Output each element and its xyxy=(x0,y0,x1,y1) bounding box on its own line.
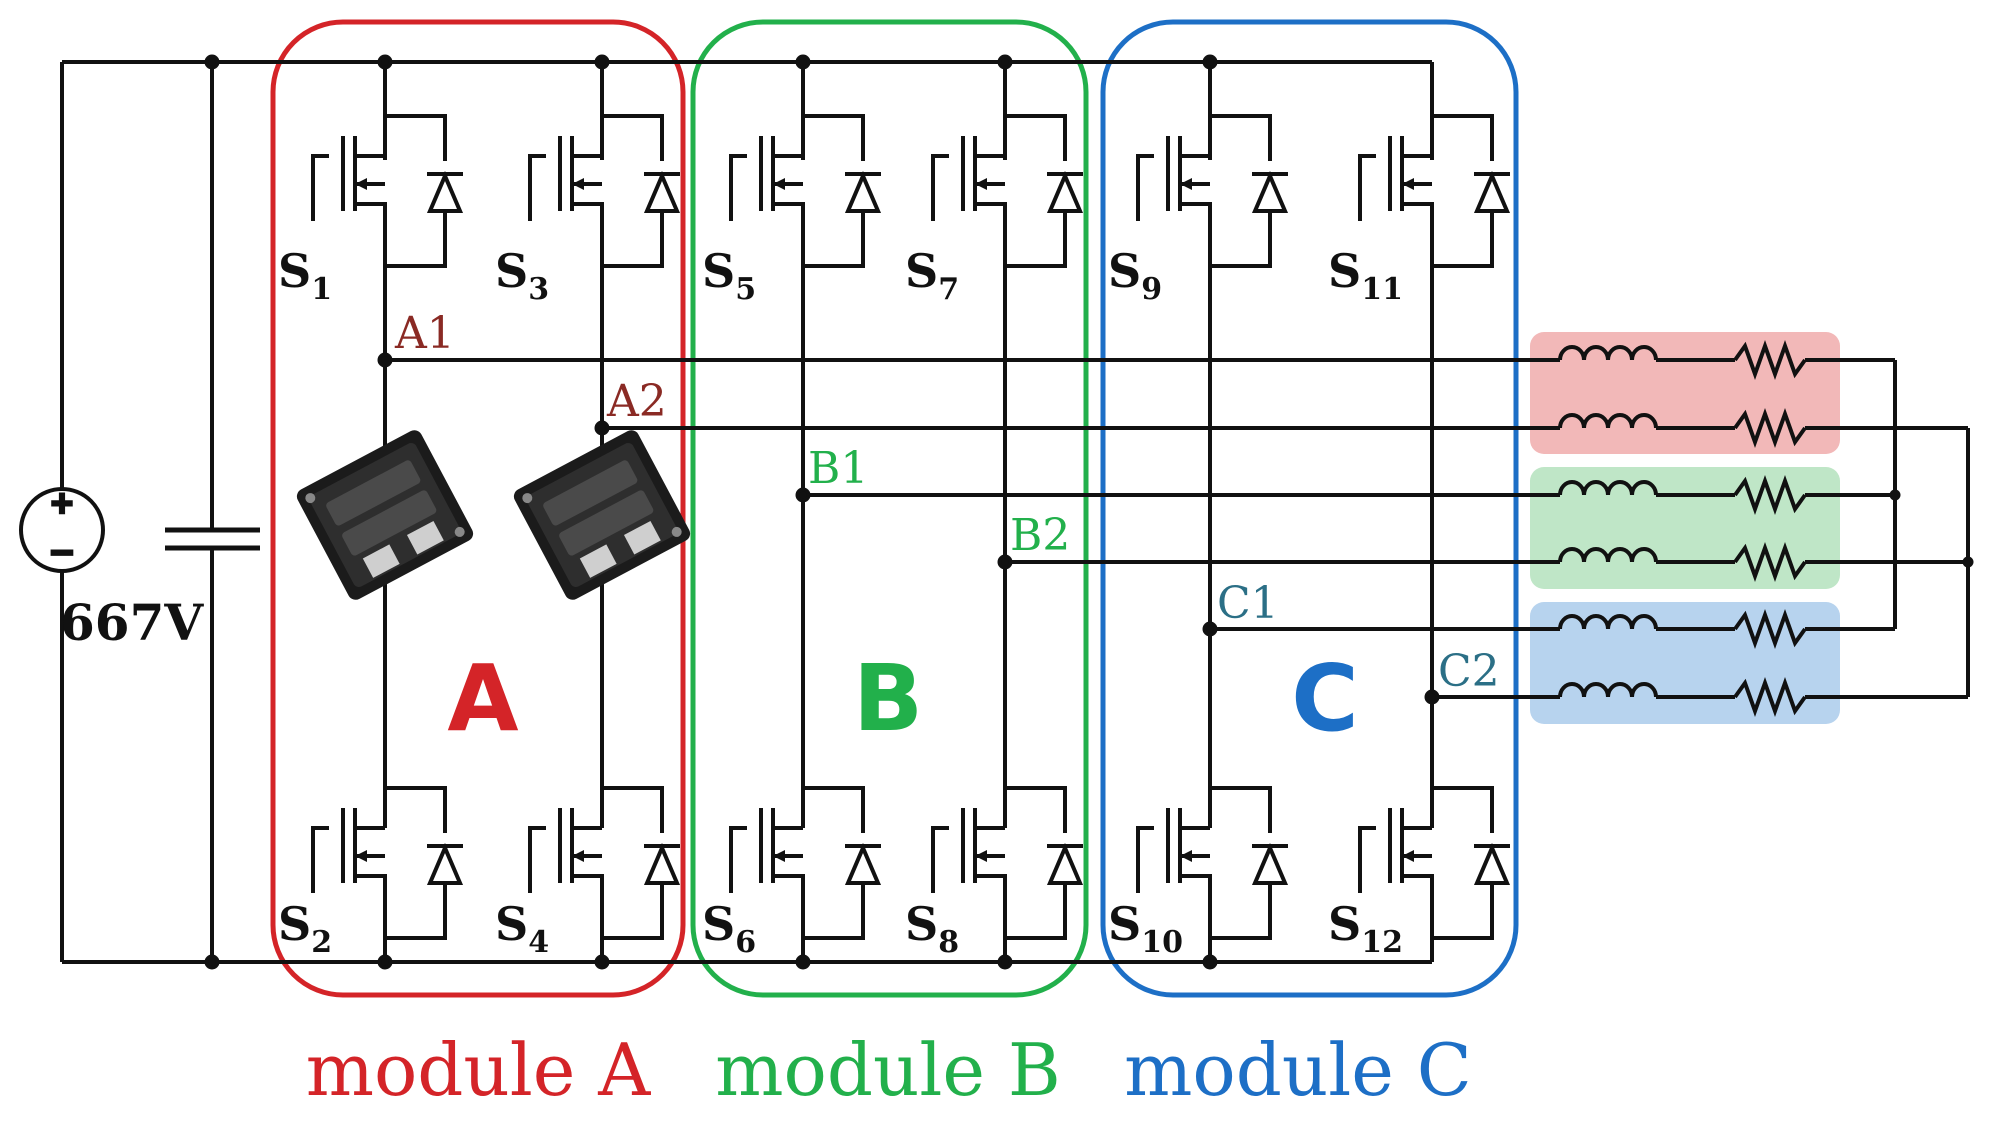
module-caption-B: module B xyxy=(715,1028,1061,1112)
igbt-module-pictures xyxy=(296,430,691,600)
node-label-B2: B2 xyxy=(1010,510,1070,561)
load-backgrounds xyxy=(1530,332,1840,724)
mosfet-switch-icon xyxy=(1358,114,1511,268)
module-letter-C: C xyxy=(1291,645,1359,752)
junction-dot xyxy=(204,54,220,70)
junction-dot xyxy=(997,554,1013,570)
switch-label-S6: S6 xyxy=(702,897,756,960)
switch-label-S7: S7 xyxy=(905,244,959,307)
junction-dot xyxy=(594,54,610,70)
junction-dot xyxy=(795,54,811,70)
node-label-A1: A1 xyxy=(394,308,455,359)
junction-dot xyxy=(997,954,1013,970)
module-caption-A: module A xyxy=(306,1028,652,1112)
dc-source-icon xyxy=(19,487,105,573)
junction-dot xyxy=(1424,689,1440,705)
mosfet-switch-icon xyxy=(1358,786,1511,940)
module-letter-B: B xyxy=(853,645,923,752)
switches xyxy=(311,114,1511,940)
switch-label-S11: S11 xyxy=(1328,244,1403,307)
junction-dot xyxy=(795,954,811,970)
plus-sign: + xyxy=(50,486,73,519)
mosfet-switch-icon xyxy=(1136,114,1289,268)
wiring: +− xyxy=(19,54,1560,970)
switch-label-S10: S10 xyxy=(1108,897,1183,960)
mosfet-switch-icon xyxy=(931,114,1084,268)
junction-dot xyxy=(377,54,393,70)
switch-label-S3: S3 xyxy=(495,244,549,307)
switch-label-S8: S8 xyxy=(905,897,959,960)
switch-label-S12: S12 xyxy=(1328,897,1403,960)
mosfet-switch-icon xyxy=(1136,786,1289,940)
mosfet-switch-icon xyxy=(311,114,464,268)
junction-dot xyxy=(997,54,1013,70)
igbt-module-picture-2 xyxy=(513,430,691,600)
node-label-B1: B1 xyxy=(808,443,868,494)
junction-dot xyxy=(1202,954,1218,970)
module-caption-C: module C xyxy=(1124,1028,1472,1112)
loads xyxy=(1558,340,1974,717)
junction-dot xyxy=(1889,489,1901,501)
switch-label-S5: S5 xyxy=(702,244,756,307)
rl-load-2 xyxy=(1558,475,1895,515)
igbt-module-picture-1 xyxy=(296,430,474,600)
mosfet-switch-icon xyxy=(729,786,882,940)
mosfet-switch-icon xyxy=(729,114,882,268)
minus-sign: − xyxy=(49,535,74,570)
mosfet-switch-icon xyxy=(311,786,464,940)
junction-dot xyxy=(1962,556,1974,568)
module-box-B xyxy=(690,19,1089,998)
module-box-A xyxy=(270,19,686,998)
junction-dot xyxy=(204,954,220,970)
junction-dot xyxy=(1202,621,1218,637)
switch-label-S1: S1 xyxy=(278,244,332,307)
rl-load-4 xyxy=(1558,609,1895,649)
node-label-A2: A2 xyxy=(606,376,667,427)
node-label-C2: C2 xyxy=(1438,646,1500,697)
switch-label-S4: S4 xyxy=(495,897,549,960)
rl-load-0 xyxy=(1558,340,1895,380)
junction-dot xyxy=(594,420,610,436)
junction-dot xyxy=(377,352,393,368)
mosfet-switch-icon xyxy=(931,786,1084,940)
rl-load-3 xyxy=(1558,542,1968,582)
junction-dot xyxy=(594,954,610,970)
module-letter-A: A xyxy=(447,645,518,752)
rl-load-1 xyxy=(1558,408,1968,448)
junction-dot xyxy=(1202,54,1218,70)
mosfet-switch-icon xyxy=(528,786,681,940)
node-label-C1: C1 xyxy=(1217,578,1279,629)
module-box-C xyxy=(1100,19,1519,998)
mosfet-switch-icon xyxy=(528,114,681,268)
source-voltage-label: 667V xyxy=(60,593,204,652)
switch-label-S2: S2 xyxy=(278,897,332,960)
junction-dot xyxy=(795,487,811,503)
switch-label-S9: S9 xyxy=(1108,244,1162,307)
module-boxes xyxy=(270,19,1519,998)
junction-dot xyxy=(377,954,393,970)
rl-load-5 xyxy=(1558,677,1968,717)
